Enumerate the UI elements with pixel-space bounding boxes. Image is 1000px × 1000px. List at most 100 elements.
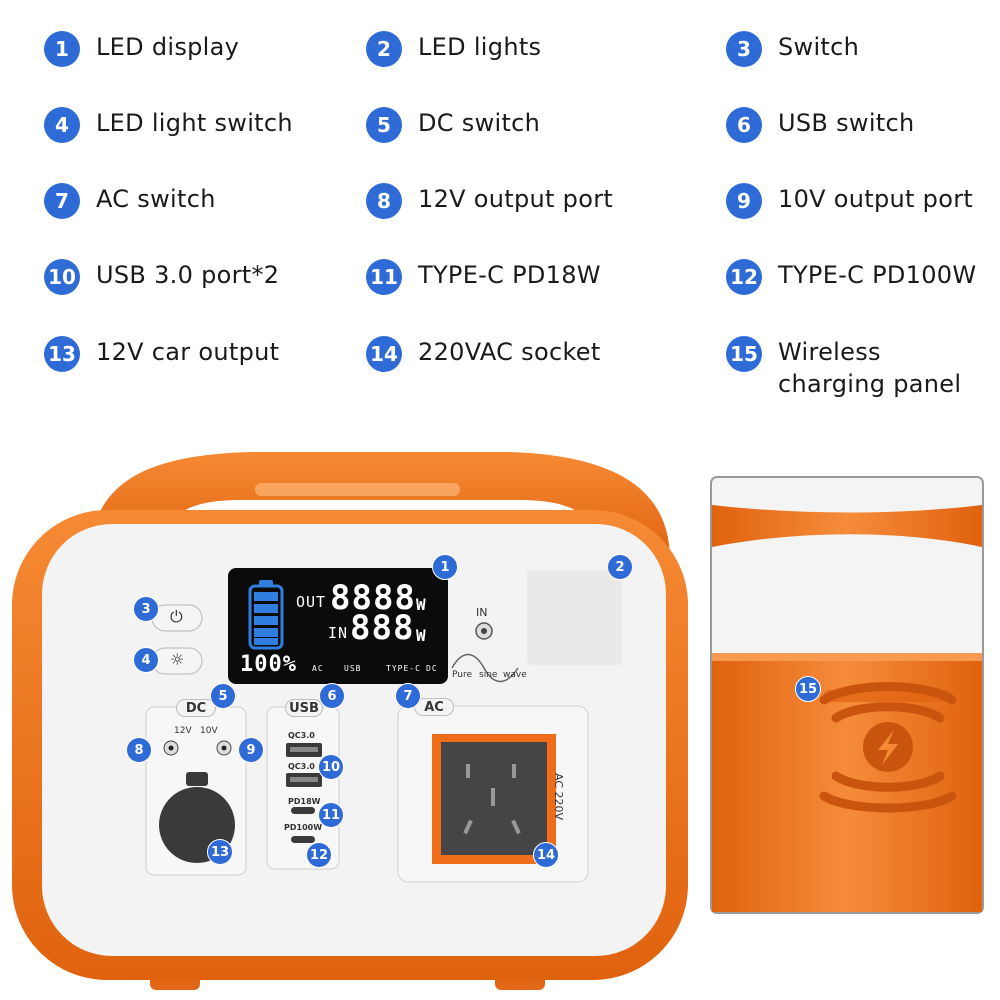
legend-item-13: 13 12V car output	[44, 336, 279, 372]
dc-12v-label: 12V	[174, 726, 192, 736]
battery-bar	[254, 616, 278, 625]
legend-label: 10V output port	[778, 185, 974, 213]
badge-4: 4	[133, 647, 159, 673]
legend-number: 9	[726, 183, 762, 219]
legend-item-6: 6 USB switch	[726, 107, 915, 143]
legend-number: 4	[44, 107, 80, 143]
badge-3: 3	[133, 596, 159, 622]
usb-switch-button[interactable]: USB	[285, 699, 323, 717]
lightning-icon	[878, 730, 898, 765]
badge-6: 6	[319, 683, 345, 709]
legend-item-4: 4 LED light switch	[44, 107, 293, 143]
legend-label: TYPE-C PD100W	[778, 261, 977, 289]
badge-2: 2	[607, 554, 633, 580]
lcd-status-ac: AC	[312, 664, 324, 673]
qc-label-1: QC3.0	[288, 731, 315, 740]
lcd-out-value: 8888	[330, 578, 416, 618]
legend-number: 11	[366, 259, 402, 295]
handle-grip	[255, 483, 460, 496]
legend-label: TYPE-C PD18W	[418, 261, 601, 289]
legend-number: 10	[44, 259, 80, 295]
legend-number: 12	[726, 259, 762, 295]
lcd-in-unit: W	[416, 626, 427, 645]
battery-tip	[259, 580, 273, 586]
legend-item-1: 1 LED display	[44, 31, 239, 67]
lcd-battery-percent: 100%	[240, 652, 297, 677]
lcd-status-usb: USB	[344, 664, 362, 673]
led-light-pad	[526, 569, 623, 666]
badge-7: 7	[395, 683, 421, 709]
bulb-icon[interactable]: ☼	[170, 650, 185, 669]
dc-switch-button[interactable]: DC	[176, 699, 216, 717]
battery-bar	[254, 628, 278, 637]
badge-5: 5	[210, 683, 236, 709]
lcd-status-dc: DC	[426, 664, 438, 673]
badge-11: 11	[318, 802, 344, 828]
legend-label: Wireless charging panel	[778, 338, 962, 398]
legend-label: 220VAC socket	[418, 338, 601, 366]
battery-bar	[254, 604, 278, 613]
legend-number: 15	[726, 336, 762, 372]
legend-label: 12V car output	[96, 338, 280, 366]
legend-label: Switch	[778, 33, 860, 61]
ac-voltage-label: AC 220V	[552, 772, 566, 821]
legend-item-5: 5 DC switch	[366, 107, 540, 143]
badge-1: 1	[432, 554, 458, 580]
badge-15: 15	[795, 676, 821, 702]
badge-14: 14	[533, 842, 559, 868]
legend-label: USB switch	[778, 109, 915, 137]
legend-item-11: 11 TYPE-C PD18W	[366, 259, 601, 295]
legend-item-2: 2 LED lights	[366, 31, 541, 67]
badge-8: 8	[126, 737, 152, 763]
lcd-status-typec: TYPE-C	[386, 664, 421, 673]
legend-number: 13	[44, 336, 80, 372]
in-port-label: IN	[476, 606, 488, 619]
lcd-in-value: 888	[350, 608, 415, 648]
legend-label: LED light switch	[96, 109, 293, 137]
legend-label: LED display	[96, 33, 240, 61]
legend-item-15: 15 Wireless charging panel	[726, 336, 961, 400]
badge-10: 10	[318, 754, 344, 780]
lcd-out-unit: W	[416, 595, 427, 614]
legend-number: 5	[366, 107, 402, 143]
handle	[90, 452, 670, 560]
badge-13: 13	[207, 839, 233, 865]
legend-label: 12V output port	[418, 185, 614, 213]
badge-9: 9	[238, 737, 264, 763]
legend-number: 3	[726, 31, 762, 67]
legend-number: 14	[366, 336, 402, 372]
dc-10v-label: 10V	[200, 726, 218, 736]
lcd-out-label: OUT	[296, 593, 327, 611]
badge-12: 12	[306, 842, 332, 868]
legend-item-7: 7 AC switch	[44, 183, 216, 219]
battery-bar	[254, 592, 278, 601]
sine-wave	[451, 653, 519, 683]
legend-number: 2	[366, 31, 402, 67]
legend-label: AC switch	[96, 185, 216, 213]
wave-label-wave: wave	[503, 670, 527, 680]
legend-item-14: 14 220VAC socket	[366, 336, 601, 372]
legend-label: USB 3.0 port*2	[96, 261, 280, 289]
legend: 1 LED display 2 LED lights 3 Switch 4 LE…	[0, 0, 1000, 420]
power-icon[interactable]: ⏻	[170, 607, 183, 626]
legend-number: 6	[726, 107, 762, 143]
legend-label: LED lights	[418, 33, 542, 61]
pd18-label: PD18W	[288, 797, 321, 806]
legend-item-3: 3 Switch	[726, 31, 859, 67]
legend-number: 8	[366, 183, 402, 219]
legend-item-12: 12 TYPE-C PD100W	[726, 259, 976, 295]
lcd-in-label: IN	[328, 624, 349, 642]
qc-label-2: QC3.0	[288, 762, 315, 771]
wave-label-sine: sine	[479, 670, 498, 680]
pd100-label: PD100W	[284, 823, 323, 832]
battery-bar	[254, 638, 278, 645]
legend-item-8: 8 12V output port	[366, 183, 613, 219]
legend-label: DC switch	[418, 109, 541, 137]
legend-number: 1	[44, 31, 80, 67]
wave-label-pure: Pure	[452, 670, 473, 680]
legend-item-9: 9 10V output port	[726, 183, 973, 219]
legend-number: 7	[44, 183, 80, 219]
legend-item-10: 10 USB 3.0 port*2	[44, 259, 279, 295]
